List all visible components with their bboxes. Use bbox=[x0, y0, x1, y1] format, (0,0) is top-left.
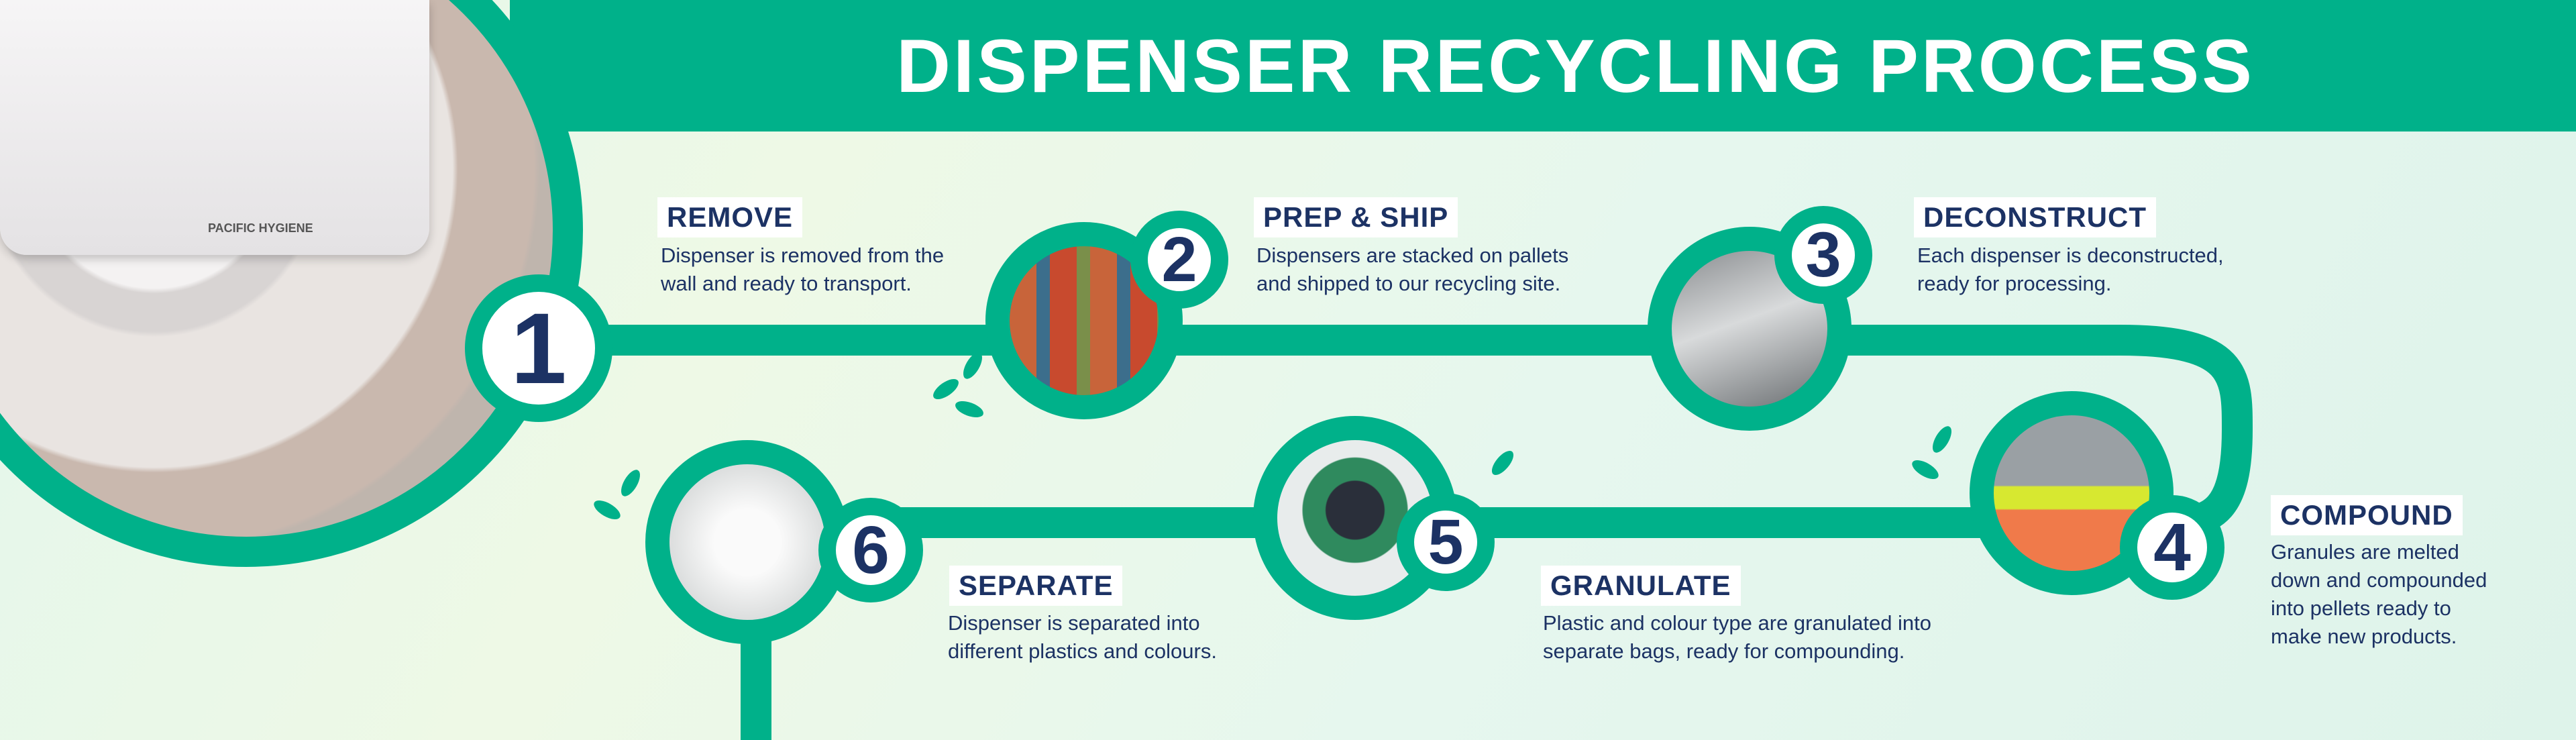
step-description-separate: Dispenser is separated into different pl… bbox=[948, 611, 1217, 663]
step-number-3: 3 bbox=[1774, 206, 1872, 304]
step-number-5: 5 bbox=[1397, 493, 1495, 591]
step-heading-separate: SEPARATE bbox=[949, 566, 1123, 606]
step-description-compound: Granules are melted down and compounded … bbox=[2271, 540, 2487, 648]
step-number-6: 6 bbox=[818, 498, 923, 602]
step-heading-prep-ship: PREP & SHIP bbox=[1254, 197, 1458, 237]
step-description-deconstruct: Each dispenser is deconstructed, ready f… bbox=[1917, 244, 2224, 295]
dispenser-image bbox=[0, 0, 429, 255]
title-banner bbox=[510, 0, 2576, 131]
page-title: DISPENSER RECYCLING PROCESS bbox=[896, 23, 2255, 108]
step-description-prep-ship: Dispensers are stacked on pallets and sh… bbox=[1256, 244, 1569, 295]
leaf-icon bbox=[594, 352, 1951, 519]
step-heading-deconstruct: DECONSTRUCT bbox=[1914, 197, 2156, 237]
step-number-2: 2 bbox=[1130, 211, 1228, 309]
step-heading-compound: COMPOUND bbox=[2271, 495, 2463, 535]
step-description-remove: Dispenser is removed from the wall and r… bbox=[661, 244, 945, 295]
step-number-1: 1 bbox=[465, 274, 612, 422]
step-heading-remove: REMOVE bbox=[657, 197, 803, 237]
brand-logo: PACIFIC HYGIENE bbox=[208, 221, 313, 235]
step-number-4: 4 bbox=[2120, 495, 2224, 600]
step-heading-granulate: GRANULATE bbox=[1541, 566, 1741, 606]
step-description-granulate: Plastic and colour type are granulated i… bbox=[1543, 611, 1932, 663]
